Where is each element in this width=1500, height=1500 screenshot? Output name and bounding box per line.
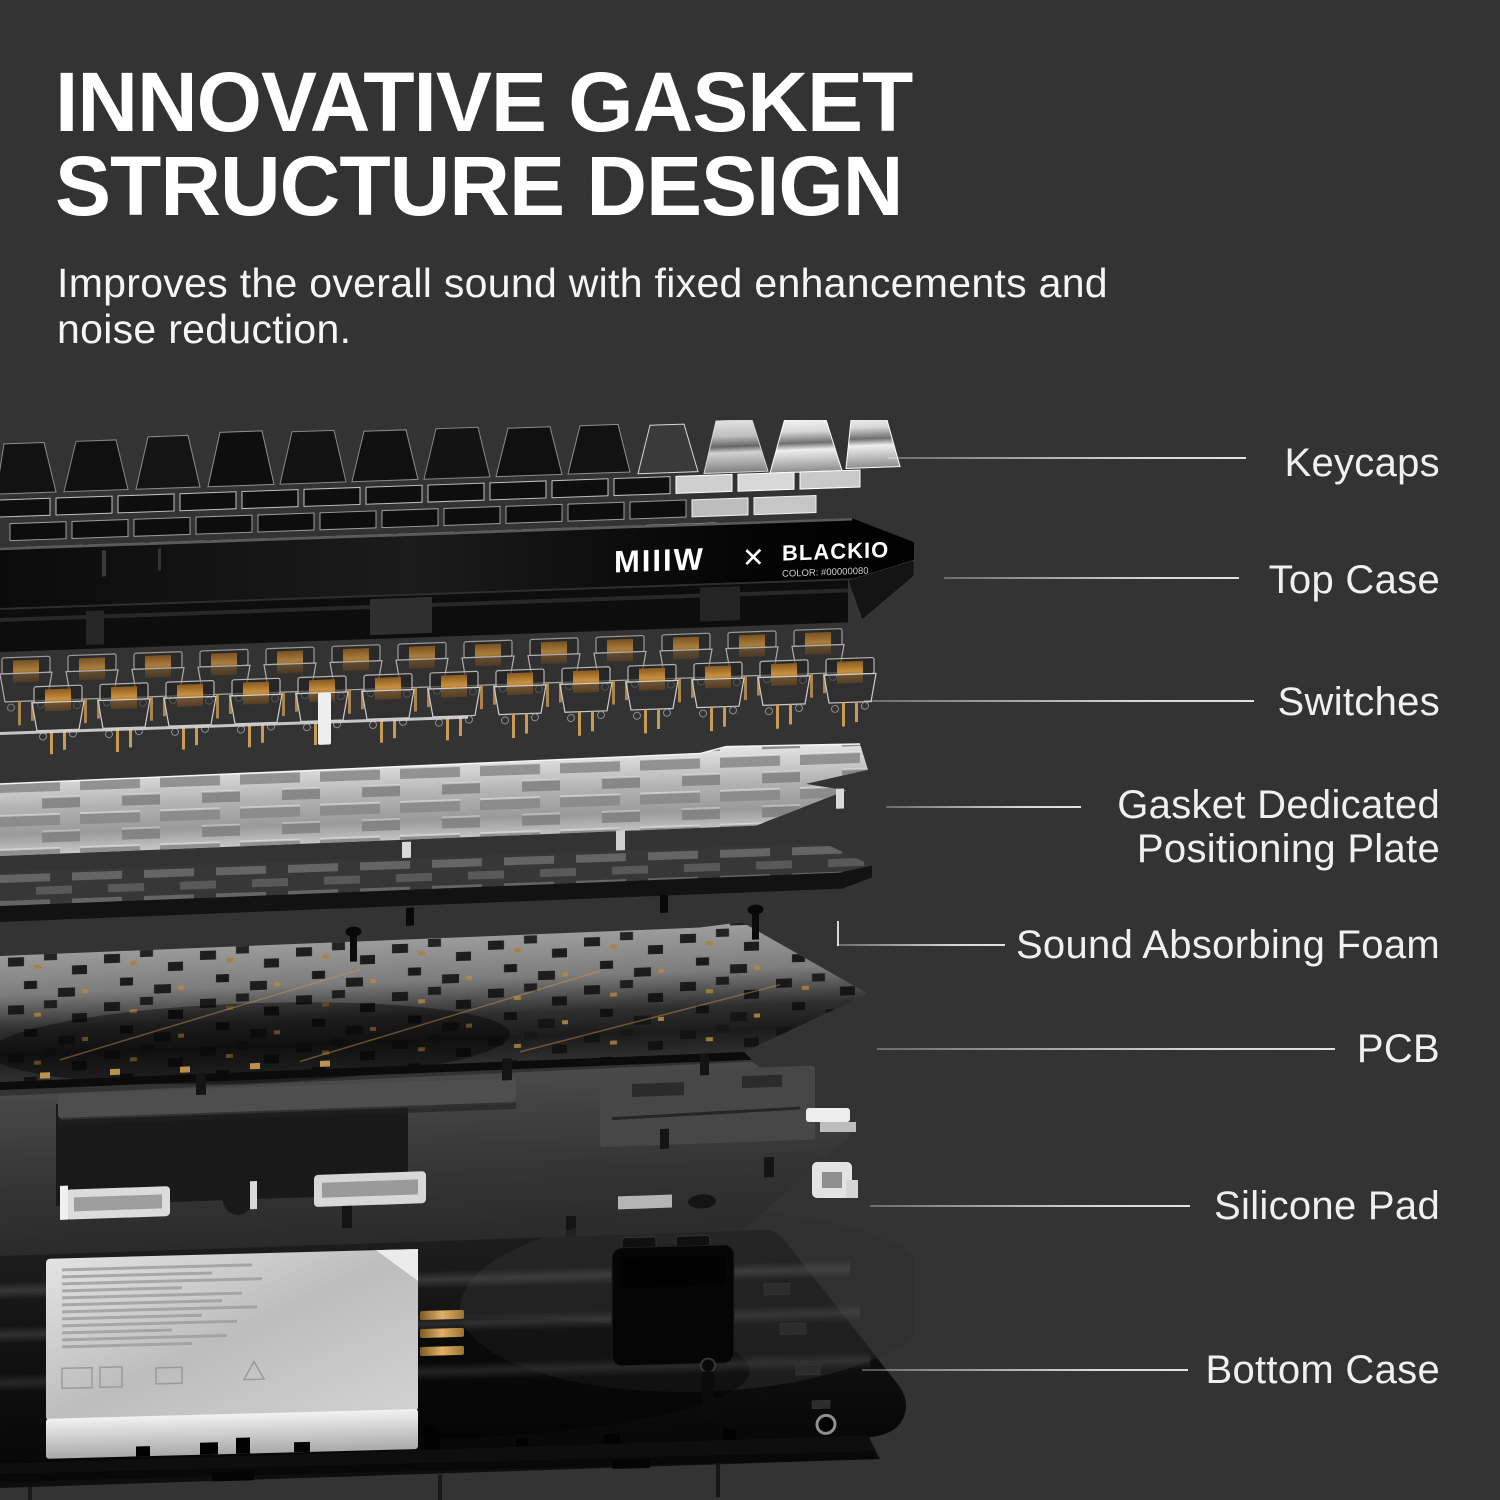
brand-color-code: COLOR: #00000080 (782, 566, 869, 580)
leader-line-switches (864, 700, 1254, 702)
label-keycaps: Keycaps (1284, 441, 1440, 485)
case-screw-hole (815, 1413, 837, 1435)
leader-line-bottom-case (862, 1369, 1188, 1371)
battery-label-text-lines (62, 1263, 262, 1349)
bottom-case-layer (0, 1211, 915, 1500)
leader-line-top-case (944, 577, 1239, 579)
gasket-positioning-plate-layer (0, 743, 868, 866)
label-bottom-case: Bottom Case (1205, 1348, 1440, 1392)
brand-blackio: BLACKIO (782, 537, 889, 566)
label-pcb: PCB (1356, 1027, 1440, 1071)
exploded-keyboard-illustration: MIIIW ✕ BLACKIO COLOR: #00000080 (0, 420, 915, 1500)
switches-layer (0, 627, 877, 756)
leader-line-keycaps (888, 457, 1246, 459)
battery (46, 1249, 418, 1459)
leader-line-gasket-plate (886, 806, 1081, 808)
battery-gold-pins (420, 1309, 464, 1356)
label-top-case: Top Case (1268, 558, 1440, 602)
page-title: INNOVATIVE GASKET STRUCTURE DESIGN (55, 55, 913, 233)
brand-multiply-icon: ✕ (742, 542, 765, 574)
page-subtitle: Improves the overall sound with fixed en… (57, 260, 1108, 352)
label-gasket-plate: Gasket Dedicated Positioning Plate (1117, 783, 1440, 871)
cable-housing (611, 1234, 735, 1418)
label-switches: Switches (1277, 680, 1440, 724)
leader-line-pcb (877, 1048, 1335, 1050)
leader-line-foam (837, 944, 1005, 946)
pad-white-rails (60, 1171, 426, 1220)
case-side-vents (763, 1283, 831, 1409)
top-case-layer: MIIIW ✕ BLACKIO COLOR: #00000080 (0, 517, 915, 652)
pcb-screw (345, 926, 362, 962)
floating-white-clips (806, 1108, 858, 1198)
leader-line-silicone-pad (870, 1205, 1190, 1207)
keycap-top-row (0, 420, 901, 495)
leader-elbow-foam (837, 921, 839, 946)
pad-pegs (196, 1053, 774, 1239)
case-edge-bumps (136, 1424, 736, 1457)
label-silicone-pad: Silicone Pad (1214, 1184, 1440, 1228)
sound-absorbing-foam-layer (0, 843, 872, 926)
brand-miiiw: MIIIW (614, 541, 705, 579)
pcb-screw (747, 904, 764, 940)
white-clip (318, 692, 331, 745)
stabilizer-wire (0, 715, 468, 735)
pcb-gold-contacts (40, 1060, 330, 1079)
top-case-branding: MIIIW ✕ BLACKIO COLOR: #00000080 (614, 537, 889, 580)
label-foam: Sound Absorbing Foam (1015, 923, 1440, 967)
battery-certification-marks (61, 1359, 266, 1390)
pcb-layer (0, 904, 868, 1090)
